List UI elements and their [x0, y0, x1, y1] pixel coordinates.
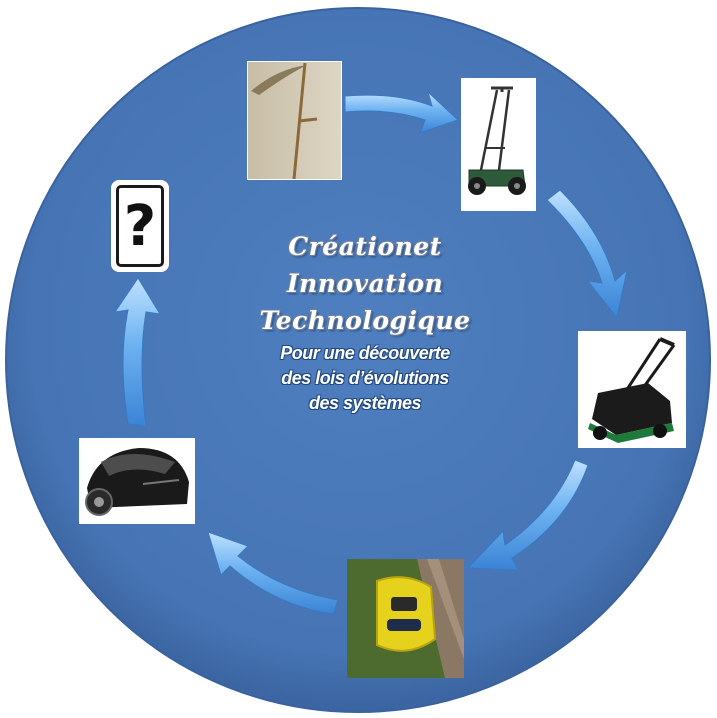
title-line-2: Innovation	[286, 269, 444, 298]
subtitle-line-1: Pour une découverte	[280, 343, 450, 363]
electric-mower-icon	[578, 331, 686, 448]
electric-lawn-mower-photo	[578, 331, 686, 448]
arrow-robot-to-black-robot	[207, 531, 339, 615]
arrow-reel-to-electric	[546, 189, 628, 320]
center-text: Créationet Innovation Technologique Pour…	[230, 228, 500, 416]
arrow-black-robot-to-unknown	[113, 277, 161, 427]
title-line-3: Technologique	[259, 306, 471, 335]
robot-mower-icon	[347, 559, 464, 678]
question-mark: ?	[123, 193, 157, 259]
scythe-photo	[247, 61, 342, 180]
robot-mower-icon	[79, 438, 195, 524]
push-reel-mower-photo	[461, 78, 536, 211]
arrow-scythe-to-reel	[344, 90, 459, 134]
title-line-1: Créationet	[288, 232, 442, 261]
subtitle-line-2: des lois d’évolutions	[281, 368, 449, 388]
arrow-electric-to-robot	[466, 459, 589, 571]
question-mark-icon: ?	[116, 185, 164, 267]
push-reel-mower-icon	[461, 78, 536, 211]
subtitle-line-3: des systèmes	[308, 393, 422, 413]
robot-mower-yellow-photo	[347, 559, 464, 678]
scythe-icon	[247, 61, 342, 180]
robot-mower-black-photo	[79, 438, 195, 524]
question-card: ?	[111, 180, 169, 272]
